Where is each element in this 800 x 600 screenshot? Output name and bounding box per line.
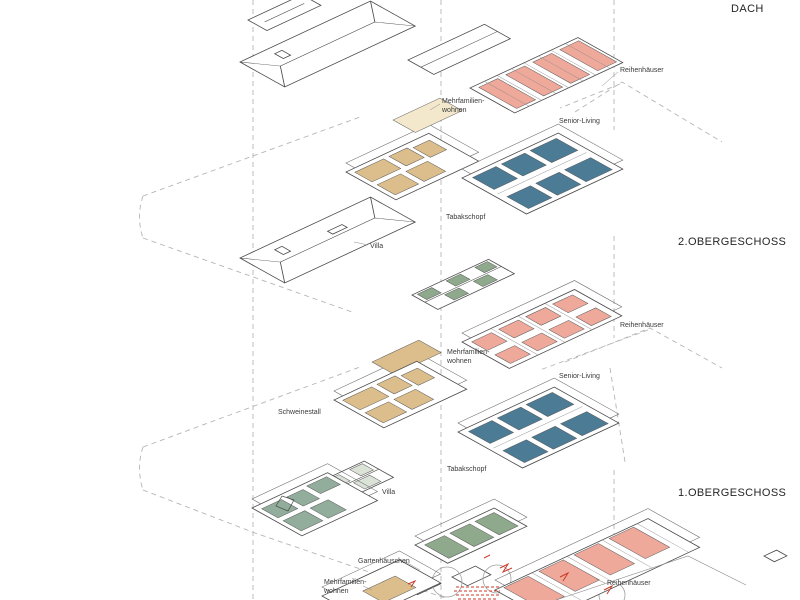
label-senior-dach: Senior-Living: [559, 118, 600, 125]
rowhouse-rooms: [471, 294, 612, 364]
label-mfw-dach-line1: Mehrfamilien-: [442, 98, 485, 105]
mehrfamilienwohnen-2og: [333, 339, 468, 429]
mehrfamilienwohnen-eg: [321, 550, 442, 600]
tabakschopf-roof-2og: [411, 258, 516, 310]
villa-rooms: [261, 476, 347, 532]
label-reihenhaeuser-dach: Reihenhäuser: [620, 67, 664, 74]
label-senior-2og: Senior-Living: [559, 373, 600, 380]
label-gartenhaeuschen: Gartenhäuschen: [358, 558, 410, 565]
villa-porch: [275, 495, 295, 512]
senior-living-dach: [461, 123, 624, 215]
reihenhaeuser-dach-roofs: [469, 37, 624, 114]
label-mfw-2og-line2: wohnen: [446, 358, 472, 365]
tree-icon: [482, 564, 512, 594]
label-villa-2og: Villa: [370, 243, 383, 250]
label-mfw-dach-line2: wohnen: [441, 107, 467, 114]
tabakschopf-roof-panels: [416, 261, 498, 301]
senior-rooms: [472, 138, 613, 209]
tabakschopf-1og: [414, 498, 528, 564]
label-schweinestall: Schweinestall: [278, 409, 321, 416]
label-tabakschopf-2og: Tabakschopf: [446, 214, 485, 221]
mehrfamilienwohnen-dach: [345, 97, 480, 201]
level-title-dach: DACH: [731, 3, 764, 15]
senior-living-2og: [457, 377, 620, 469]
reihenhaeuser-eg: [494, 508, 701, 600]
tabakschopf-roof-dach: [407, 23, 512, 75]
label-reihenhaeuser-eg: Reihenhäuser: [607, 580, 651, 587]
label-tabakschopf-1og: Tabakschopf: [447, 466, 486, 473]
roof-fragment: [247, 0, 322, 32]
villa-roof-dach: [239, 0, 417, 88]
senior-rooms: [468, 392, 609, 463]
rowhouse-roof-strips: [503, 526, 671, 600]
tabakschopf-rooms: [424, 512, 519, 559]
ground-lines: [555, 555, 747, 600]
red-garden-markings: [407, 554, 614, 600]
villa-roof-2og: [239, 196, 417, 284]
label-mfw-eg-line2: wohnen: [323, 588, 349, 595]
attic-penthouse: [392, 97, 463, 133]
reihenhaeuser-2og: [461, 280, 623, 369]
apartment-rooms: [342, 367, 436, 424]
level-title-2og: 2.OBERGESCHOSS: [678, 236, 786, 248]
apartment-rooms: [354, 139, 448, 196]
label-leaders: [353, 71, 619, 591]
label-villa-1og: Villa: [382, 489, 395, 496]
villa-1og: [251, 463, 379, 537]
label-reihenhaeuser-2og: Reihenhäuser: [620, 322, 664, 329]
level-title-1og: 1.OBERGESCHOSS: [678, 487, 786, 499]
label-mfw-2og-line1: Mehrfamilien-: [447, 349, 490, 356]
apartment-room: [362, 575, 417, 600]
label-mfw-eg-line1: Mehrfamilien-: [324, 579, 367, 586]
